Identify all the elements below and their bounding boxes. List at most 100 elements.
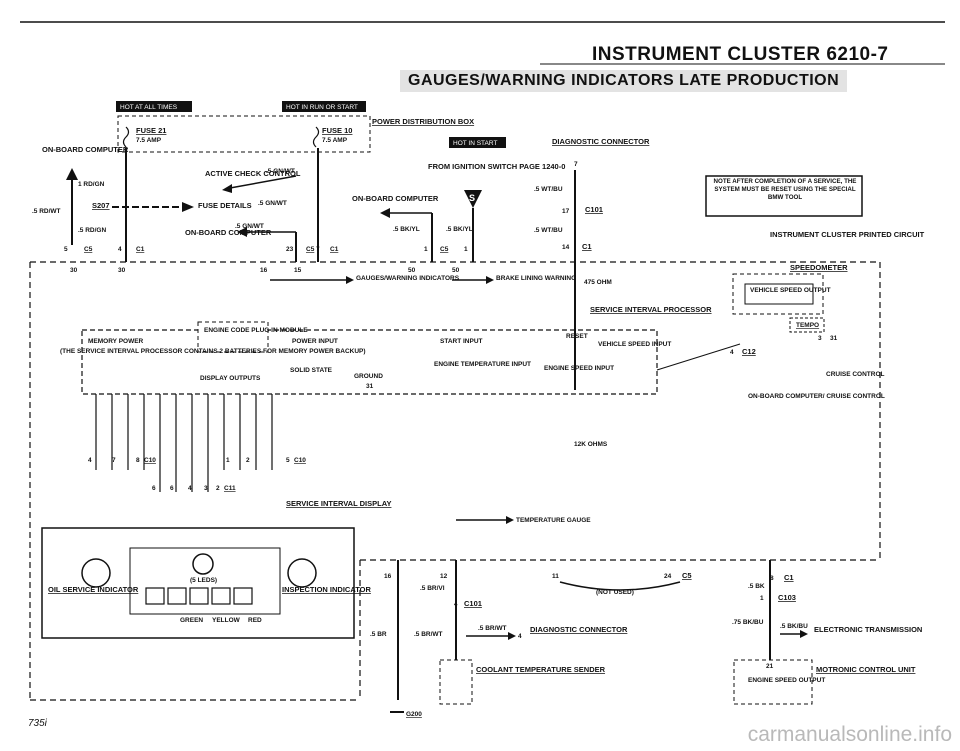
pin-5: 5 bbox=[64, 246, 68, 253]
fuse10-label: FUSE 10 bbox=[322, 126, 352, 135]
reset-label: RESET bbox=[566, 333, 588, 340]
pin-1a: 1 bbox=[226, 457, 230, 464]
conn-c103: C103 bbox=[778, 593, 796, 602]
pin-6a: 6 bbox=[152, 485, 156, 492]
hot-run-start-badge bbox=[282, 101, 366, 112]
pin-4d: 4 bbox=[518, 633, 522, 640]
s207-arrow bbox=[182, 202, 194, 212]
pin-7: 7 bbox=[316, 246, 320, 253]
conn-c1a: C1 bbox=[136, 246, 145, 253]
ohm-475: 475 OHM bbox=[584, 279, 612, 286]
fuse10-amp: 7.5 AMP bbox=[322, 137, 348, 144]
ground-label: GROUND bbox=[354, 373, 383, 380]
c1-top: C1 bbox=[582, 242, 592, 251]
printed-circuit-label: INSTRUMENT CLUSTER PRINTED CIRCUIT bbox=[770, 230, 925, 239]
obc-right-arrow bbox=[380, 208, 390, 218]
pin-23: 23 bbox=[286, 246, 294, 253]
conn-c5b: C5 bbox=[306, 246, 315, 253]
wire-1rdgn: 1 RD/GN bbox=[78, 181, 105, 188]
oil-lamp-icon bbox=[81, 558, 111, 588]
pin-3: 3 bbox=[818, 335, 822, 342]
leds-label: (5 LEDS) bbox=[190, 577, 217, 584]
pin-16: 16 bbox=[260, 267, 268, 274]
pin-3b: 3 bbox=[204, 485, 208, 492]
solid-state: SOLID STATE bbox=[290, 367, 333, 374]
not-used-wire bbox=[559, 581, 681, 591]
pin-30a: 30 bbox=[70, 267, 78, 274]
yellow-label: YELLOW bbox=[212, 617, 241, 624]
red-label: RED bbox=[248, 617, 262, 624]
wire-5bkyl-a: .5 BK/YL bbox=[393, 226, 420, 233]
pin-7a: 7 bbox=[112, 457, 116, 464]
pin-8b: 8 bbox=[770, 575, 774, 582]
service-interval-display-label: SERVICE INTERVAL DISPLAY bbox=[286, 499, 391, 508]
ignition-switch-label: FROM IGNITION SWITCH PAGE 1240-0 bbox=[428, 162, 565, 171]
pin-31: 31 bbox=[830, 335, 838, 342]
engine-code-plug: ENGINE CODE PLUG IN MODULE bbox=[204, 327, 308, 334]
coolant-sender-box bbox=[439, 659, 473, 705]
pin-30b: 30 bbox=[118, 267, 126, 274]
page-number: 735i bbox=[28, 718, 47, 729]
motronic-box bbox=[733, 659, 813, 705]
engine-speed-input: ENGINE SPEED INPUT bbox=[544, 365, 614, 372]
fuse21-amp: 7.5 AMP bbox=[136, 137, 162, 144]
section-title: GAUGES/WARNING INDICATORS LATE PRODUCTIO… bbox=[400, 70, 848, 92]
hot-run-start-text: HOT IN RUN OR START bbox=[286, 104, 358, 111]
tempo-label: TEMPO bbox=[796, 322, 819, 329]
engine-speed-output: ENGINE SPEED OUTPUT bbox=[748, 677, 825, 684]
g200-label: G200 bbox=[406, 711, 422, 718]
wire-5bkyl-b: .5 BK/YL bbox=[446, 226, 473, 233]
hot-start-badge bbox=[449, 137, 506, 148]
inspection-indicator: INSPECTION INDICATOR bbox=[282, 585, 371, 594]
pin-8: 8 bbox=[136, 457, 140, 464]
onboard-computer-right: ON-BOARD COMPUTER bbox=[352, 194, 439, 203]
pin-6b: 6 bbox=[170, 485, 174, 492]
speedometer-label: SPEEDOMETER bbox=[790, 263, 848, 272]
oil-service-indicator: OIL SERVICE INDICATOR bbox=[48, 585, 139, 594]
conn-c1c: C1 bbox=[784, 573, 794, 582]
s-symbol: S bbox=[469, 193, 475, 203]
note-box bbox=[705, 175, 863, 217]
engine-temp-input: ENGINE TEMPERATURE INPUT bbox=[434, 361, 531, 368]
wire-5wtbu-b: .5 WT/BU bbox=[534, 227, 563, 234]
diagnostic-connector-top: DIAGNOSTIC CONNECTOR bbox=[552, 137, 650, 146]
wire-5gnwt-low: .5 GN/WT bbox=[235, 223, 264, 230]
wire-5bk: .5 BK bbox=[748, 583, 765, 590]
et-arrow bbox=[800, 630, 808, 638]
pin-50b: 50 bbox=[452, 267, 460, 274]
conn-c1b: C1 bbox=[330, 246, 339, 253]
tg-arrow bbox=[506, 516, 514, 524]
s207-label: S207 bbox=[92, 201, 110, 210]
hot-all-times-text: HOT AT ALL TIMES bbox=[120, 104, 178, 111]
brake-lining-label: BRAKE LINING WARNING bbox=[496, 275, 576, 282]
conn-c12: C12 bbox=[742, 347, 756, 356]
c101-top: C101 bbox=[585, 205, 603, 214]
temp-gauge-label: TEMPERATURE GAUGE bbox=[516, 517, 591, 524]
pin-4-c12: 4 bbox=[730, 349, 734, 356]
pin-2b: 2 bbox=[216, 485, 220, 492]
note-text: NOTE AFTER COMPLETION OF A SERVICE, THE … bbox=[713, 178, 857, 201]
hot-start-text: HOT IN START bbox=[453, 140, 497, 147]
motronic-control-unit: MOTRONIC CONTROL UNIT bbox=[816, 665, 916, 674]
conn-c5d: C5 bbox=[682, 571, 692, 580]
vehicle-speed-input: VEHICLE SPEED INPUT bbox=[598, 341, 671, 348]
onboard-computer-left: ON-BOARD COMPUTER bbox=[42, 145, 129, 154]
gauges-indicators-label: GAUGES/WARNING INDICATORS bbox=[356, 275, 460, 282]
vsi-link bbox=[656, 343, 741, 371]
batteries-note: (THE SERVICE INTERVAL PROCESSOR CONTAINS… bbox=[60, 348, 366, 355]
green-label: GREEN bbox=[180, 617, 203, 624]
wire-5bkbu: .5 BK/BU bbox=[780, 623, 808, 630]
engine-code-plug-box bbox=[197, 321, 269, 353]
conn-c10a: C10 bbox=[144, 457, 156, 464]
page-title: INSTRUMENT CLUSTER 6210-7 bbox=[592, 44, 889, 65]
pin17: 17 bbox=[562, 208, 570, 215]
acc-arrow-line bbox=[229, 175, 297, 189]
wire-5rdwt: .5 RD/WT bbox=[32, 208, 61, 215]
center-lamp-icon bbox=[192, 553, 214, 575]
tempo-box bbox=[789, 317, 825, 333]
memory-power: MEMORY POWER bbox=[88, 338, 144, 345]
power-distribution-box bbox=[117, 115, 371, 153]
fuse-details: FUSE DETAILS bbox=[198, 201, 252, 210]
power-distribution-label: POWER DISTRIBUTION BOX bbox=[372, 117, 474, 126]
